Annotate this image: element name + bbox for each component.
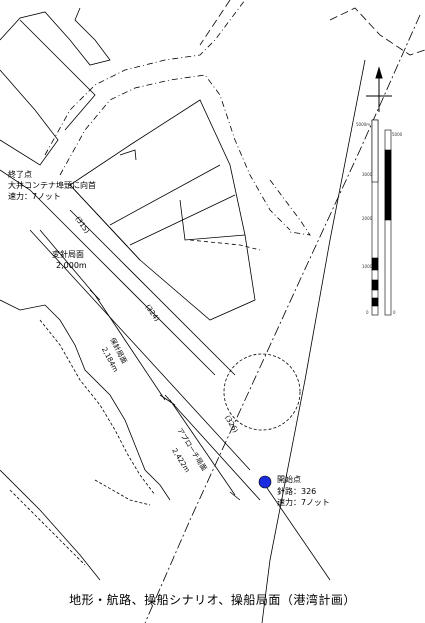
scale-tick: 1000: [362, 264, 373, 269]
scale-tick: 5000m: [356, 122, 371, 127]
end-point-title: 終了点: [8, 170, 32, 179]
dash-dot-line: [144, 14, 421, 623]
start-point-marker: [258, 475, 272, 489]
scale-tick: 3000: [362, 172, 373, 177]
turning-phase-label: 変針局面: [52, 250, 84, 259]
scale-tick: 2000: [362, 216, 373, 221]
coastline-upper-left: [0, 7, 111, 66]
coastline-lower-left: [0, 299, 171, 501]
scale-tick: 0: [366, 310, 369, 315]
end-point-heading: 大井コンテナ埠頭に向首: [8, 181, 96, 190]
pier-block: [69, 99, 256, 321]
start-point-speed: 速力：7ノット: [277, 498, 330, 507]
scale-tick: 0: [393, 310, 396, 315]
start-point-title: 開始点: [277, 475, 301, 484]
channel-axis: [261, 59, 366, 623]
end-point-speed: 速力：7ノット: [8, 192, 61, 201]
boundary-dashed-upper: [44, 0, 246, 156]
start-point-course: 針路：326: [277, 487, 317, 496]
scale-bar: [371, 119, 392, 316]
figure-caption: 地形・航路、操船シナリオ、操船局面（港湾計画）: [69, 593, 356, 607]
channel-line: [54, 214, 216, 376]
scale-tick: 5000: [392, 132, 403, 137]
turning-phase-distance: 2,000m: [56, 261, 87, 270]
north-arrow-icon: [366, 66, 392, 112]
turning-basin: [223, 353, 301, 431]
